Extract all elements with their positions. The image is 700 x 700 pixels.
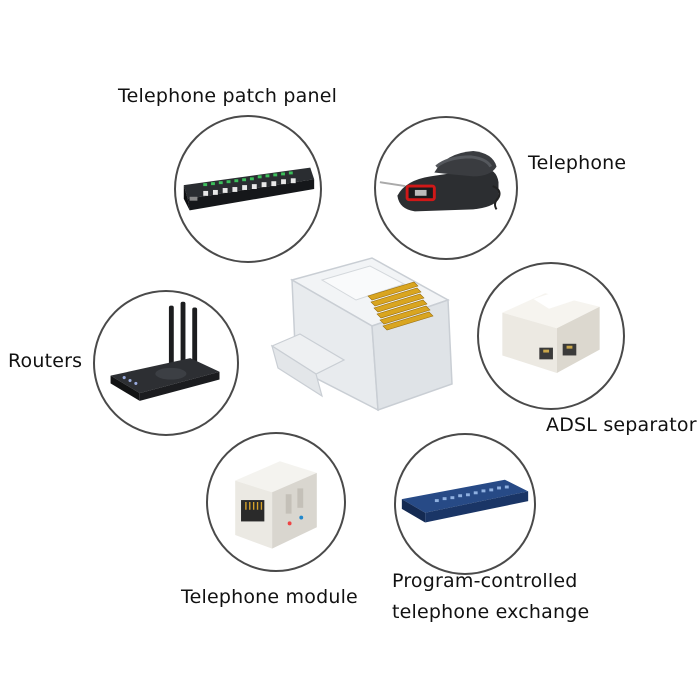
telephone-circle (374, 116, 518, 260)
label-telephone: Telephone (528, 152, 627, 174)
telephone-image (379, 151, 501, 212)
gold-pin (367, 281, 419, 301)
label-adsl-separator: ADSL separator (546, 414, 697, 436)
gold-pin (376, 299, 428, 319)
label-telephone-module: Telephone module (181, 586, 358, 608)
telephone-module-circle (206, 432, 346, 572)
router-image (110, 301, 220, 401)
adsl-separator-image (502, 287, 600, 373)
rj11-connector-image (270, 257, 453, 412)
label-patch-panel: Telephone patch panel (118, 85, 338, 107)
telephone-module-image (235, 461, 317, 549)
exchange-circle (394, 433, 536, 575)
gold-pin (379, 305, 431, 325)
adsl-separator-circle (477, 262, 625, 410)
label-routers: Routers (8, 350, 83, 372)
patch-panel-circle (174, 115, 322, 263)
gold-pin (382, 311, 434, 331)
gold-pin (370, 287, 422, 307)
patch-panel-image (183, 167, 315, 211)
gold-pins (367, 281, 434, 331)
routers-circle (93, 290, 239, 436)
exchange-image (401, 479, 529, 523)
gold-pin (373, 293, 425, 313)
label-exchange-line1: Program-controlled (392, 570, 578, 592)
label-exchange-line2: telephone exchange (392, 601, 590, 623)
